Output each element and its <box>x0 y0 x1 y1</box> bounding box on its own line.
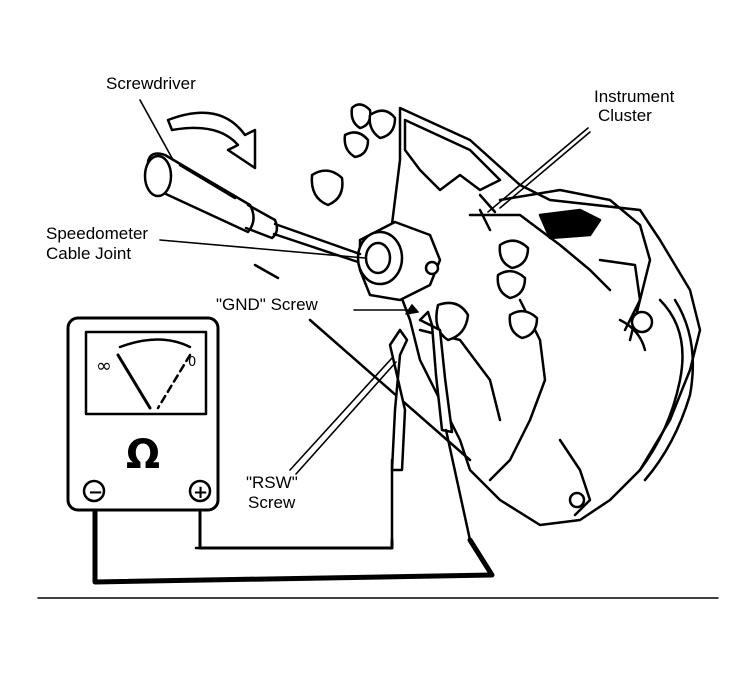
label-cluster: Cluster <box>598 106 652 125</box>
label-screwdriver: Screwdriver <box>106 74 196 93</box>
instrument-cluster <box>310 103 702 527</box>
leader-lines <box>139 99 591 475</box>
screwdriver <box>143 152 362 264</box>
test-probes <box>253 263 472 542</box>
label-rsw-screw: Screw <box>248 493 296 512</box>
label-rsw: "RSW" <box>246 473 298 492</box>
minus-terminal-icon: − <box>88 482 103 503</box>
label-speedometer: Speedometer <box>46 224 148 243</box>
label-instrument: Instrument <box>594 87 675 106</box>
ohmmeter <box>66 316 220 512</box>
label-gnd-screw: "GND" Screw <box>216 295 319 314</box>
ohm-symbol: Ω <box>126 432 160 478</box>
test-leads <box>92 507 495 585</box>
label-cable-joint: Cable Joint <box>46 244 131 263</box>
speedometer-cable-joint <box>356 220 442 302</box>
plus-terminal-icon: + <box>193 482 208 503</box>
meter-scale-zero: 0 <box>188 355 196 370</box>
rotation-arrow <box>166 111 257 170</box>
meter-scale-infinity: ∞ <box>96 355 112 377</box>
